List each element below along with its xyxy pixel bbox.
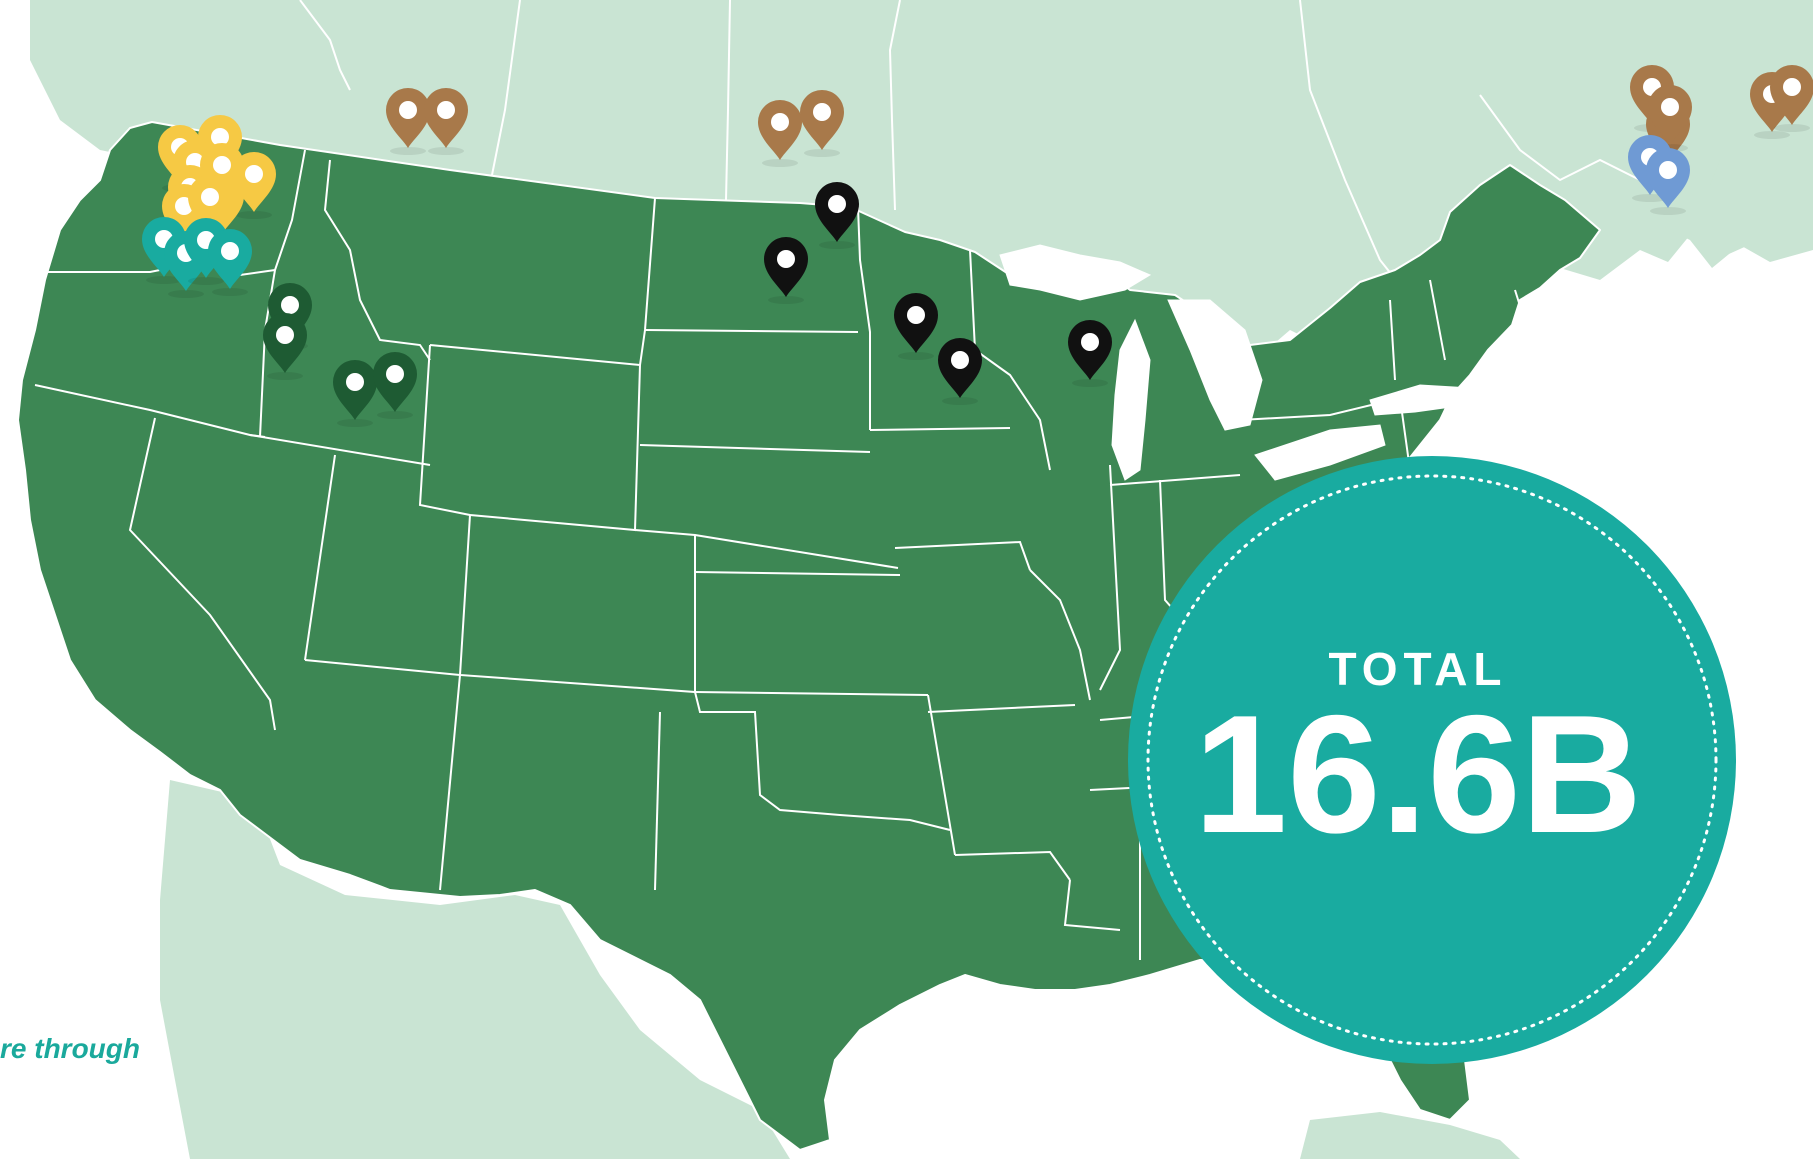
state-borders — [34, 149, 1541, 976]
map-pin-icon — [386, 88, 430, 155]
map-pin-center — [1783, 78, 1801, 96]
map-pin-shadow — [819, 241, 855, 249]
map-pin-icon — [208, 229, 252, 296]
map-pin-shadow — [1754, 131, 1790, 139]
map-pin-icon — [938, 338, 982, 405]
map-pin-center — [346, 373, 364, 391]
great-lakes — [999, 244, 1471, 481]
total-badge-dotted-ring — [1146, 474, 1718, 1046]
map-pin-center — [213, 156, 231, 174]
map-pin-center — [281, 296, 299, 314]
lake-michigan — [1111, 318, 1151, 481]
map-pin-center — [386, 365, 404, 383]
maritimes-landmass — [1665, 95, 1813, 268]
map-pin-shadow — [390, 147, 426, 155]
caribbean-landmass — [1300, 1112, 1520, 1159]
map-pin-shadow — [337, 419, 373, 427]
map-pin-shadow — [1650, 207, 1686, 215]
map-pin-center — [1659, 161, 1677, 179]
caption-text: re through — [0, 1033, 140, 1064]
map-pin-icon — [1646, 148, 1690, 215]
lake-superior — [999, 244, 1152, 301]
map-pin-shadow — [168, 290, 204, 298]
total-badge-circle — [1128, 456, 1736, 1064]
map-pin-shadow — [804, 149, 840, 157]
map-pin-center — [399, 101, 417, 119]
map-pin-shadow — [1774, 124, 1810, 132]
total-badge-label: TOTAL — [1328, 643, 1507, 695]
map-pin-center — [221, 242, 239, 260]
map-pin-center — [777, 250, 795, 268]
map-pin-icon — [263, 313, 307, 380]
map-pin-center — [828, 195, 846, 213]
map-pin-icon — [1068, 320, 1112, 387]
map-pin-shadow — [898, 352, 934, 360]
lake-ontario — [1369, 384, 1471, 416]
map-pin-center — [1081, 333, 1099, 351]
map-pin-center — [813, 103, 831, 121]
map-pin-shadow — [428, 147, 464, 155]
map-pin-center — [771, 113, 789, 131]
map-pin-shadow — [942, 397, 978, 405]
map-pin-center — [951, 351, 969, 369]
map-pin-shadow — [236, 211, 272, 219]
map-pin-center — [276, 326, 294, 344]
mexico-landmass — [160, 780, 790, 1159]
map-pin-shadow — [146, 276, 182, 284]
map-pin-center — [907, 306, 925, 324]
map-pin-icon — [1770, 65, 1813, 132]
map-pin-shadow — [1072, 379, 1108, 387]
total-badge-value: 16.6B — [1194, 680, 1642, 868]
map-pin-center — [1661, 98, 1679, 116]
map-pin-shadow — [377, 411, 413, 419]
map-pin-center — [201, 188, 219, 206]
map-pin-icon — [333, 360, 377, 427]
map-pin-icon — [758, 100, 802, 167]
total-badge: TOTAL 16.6B — [1128, 456, 1736, 1064]
lake-huron — [1167, 299, 1263, 431]
map-pin-center — [245, 165, 263, 183]
map-pin-shadow — [212, 288, 248, 296]
map-pin-center — [211, 128, 229, 146]
map-pin-icon — [424, 88, 468, 155]
map-pin-icon — [894, 293, 938, 360]
map-pin-shadow — [762, 159, 798, 167]
map-pin-icon — [800, 90, 844, 157]
map-pin-icon — [373, 352, 417, 419]
map-pin-shadow — [267, 372, 303, 380]
map-pin-shadow — [768, 296, 804, 304]
map-pin-icon — [764, 237, 808, 304]
map-pin-center — [437, 101, 455, 119]
map-pin-icon — [815, 182, 859, 249]
markers-layer — [142, 65, 1813, 427]
lake-erie — [1254, 424, 1386, 481]
map-pin-shadow — [188, 277, 224, 285]
